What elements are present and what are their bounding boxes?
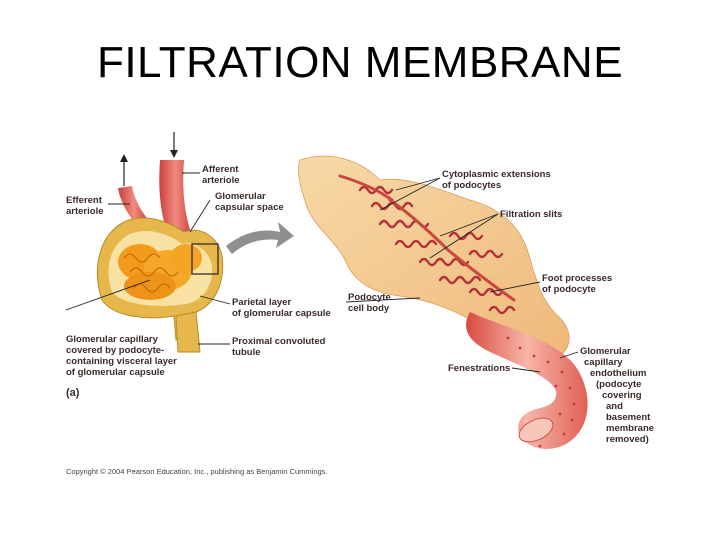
label-afferent-arteriole: Afferent arteriole [202, 164, 241, 186]
zoom-arrow [226, 222, 294, 254]
detail-box [191, 243, 219, 275]
label-proximal-convoluted-tubule: Proximal convoluted tubule [232, 336, 328, 358]
label-podocyte-cell-body: Podocyte cell body [348, 292, 393, 314]
glomerular-capillary [466, 312, 588, 449]
left-leader-lines [65, 172, 231, 345]
copyright-notice: Copyright © 2004 Pearson Education, Inc.… [66, 467, 328, 476]
label-panel-a: (a) [66, 387, 80, 399]
right-leader-lines [345, 177, 579, 373]
renal-corpuscle-illustration [96, 132, 294, 353]
podocyte-cell [298, 155, 570, 361]
label-glomerular-capillary-endothelium: Glomerular capillary endothelium (podocy… [580, 346, 657, 445]
label-efferent-arteriole: Efferent arteriole [66, 195, 105, 217]
label-parietal-layer: Parietal layer of glomerular capsule [232, 297, 331, 319]
foot-processes [358, 185, 516, 315]
slide-title: FILTRATION MEMBRANE [96, 38, 624, 87]
afferent-arteriole-vessel [159, 160, 192, 240]
label-fenestrations: Fenestrations [448, 363, 510, 374]
label-glomerular-capillary-covered: Glomerular capillary covered by podocyte… [66, 334, 180, 378]
capillary-cut-end [518, 417, 554, 443]
glomerulus-tuft [118, 244, 202, 300]
efferent-arteriole-vessel [118, 186, 150, 224]
label-cytoplasmic-extensions: Cytoplasmic extensions of podocytes [442, 169, 553, 191]
label-glomerular-capsular-space: Glomerular capsular space [215, 191, 284, 213]
label-foot-processes: Foot processes of podocyte [542, 273, 615, 295]
podocyte-detail-illustration [298, 155, 588, 449]
fenestration-dots [506, 336, 576, 448]
cytoplasmic-extensions [338, 174, 516, 302]
label-filtration-slits: Filtration slits [500, 209, 562, 220]
proximal-tubule [175, 311, 201, 353]
